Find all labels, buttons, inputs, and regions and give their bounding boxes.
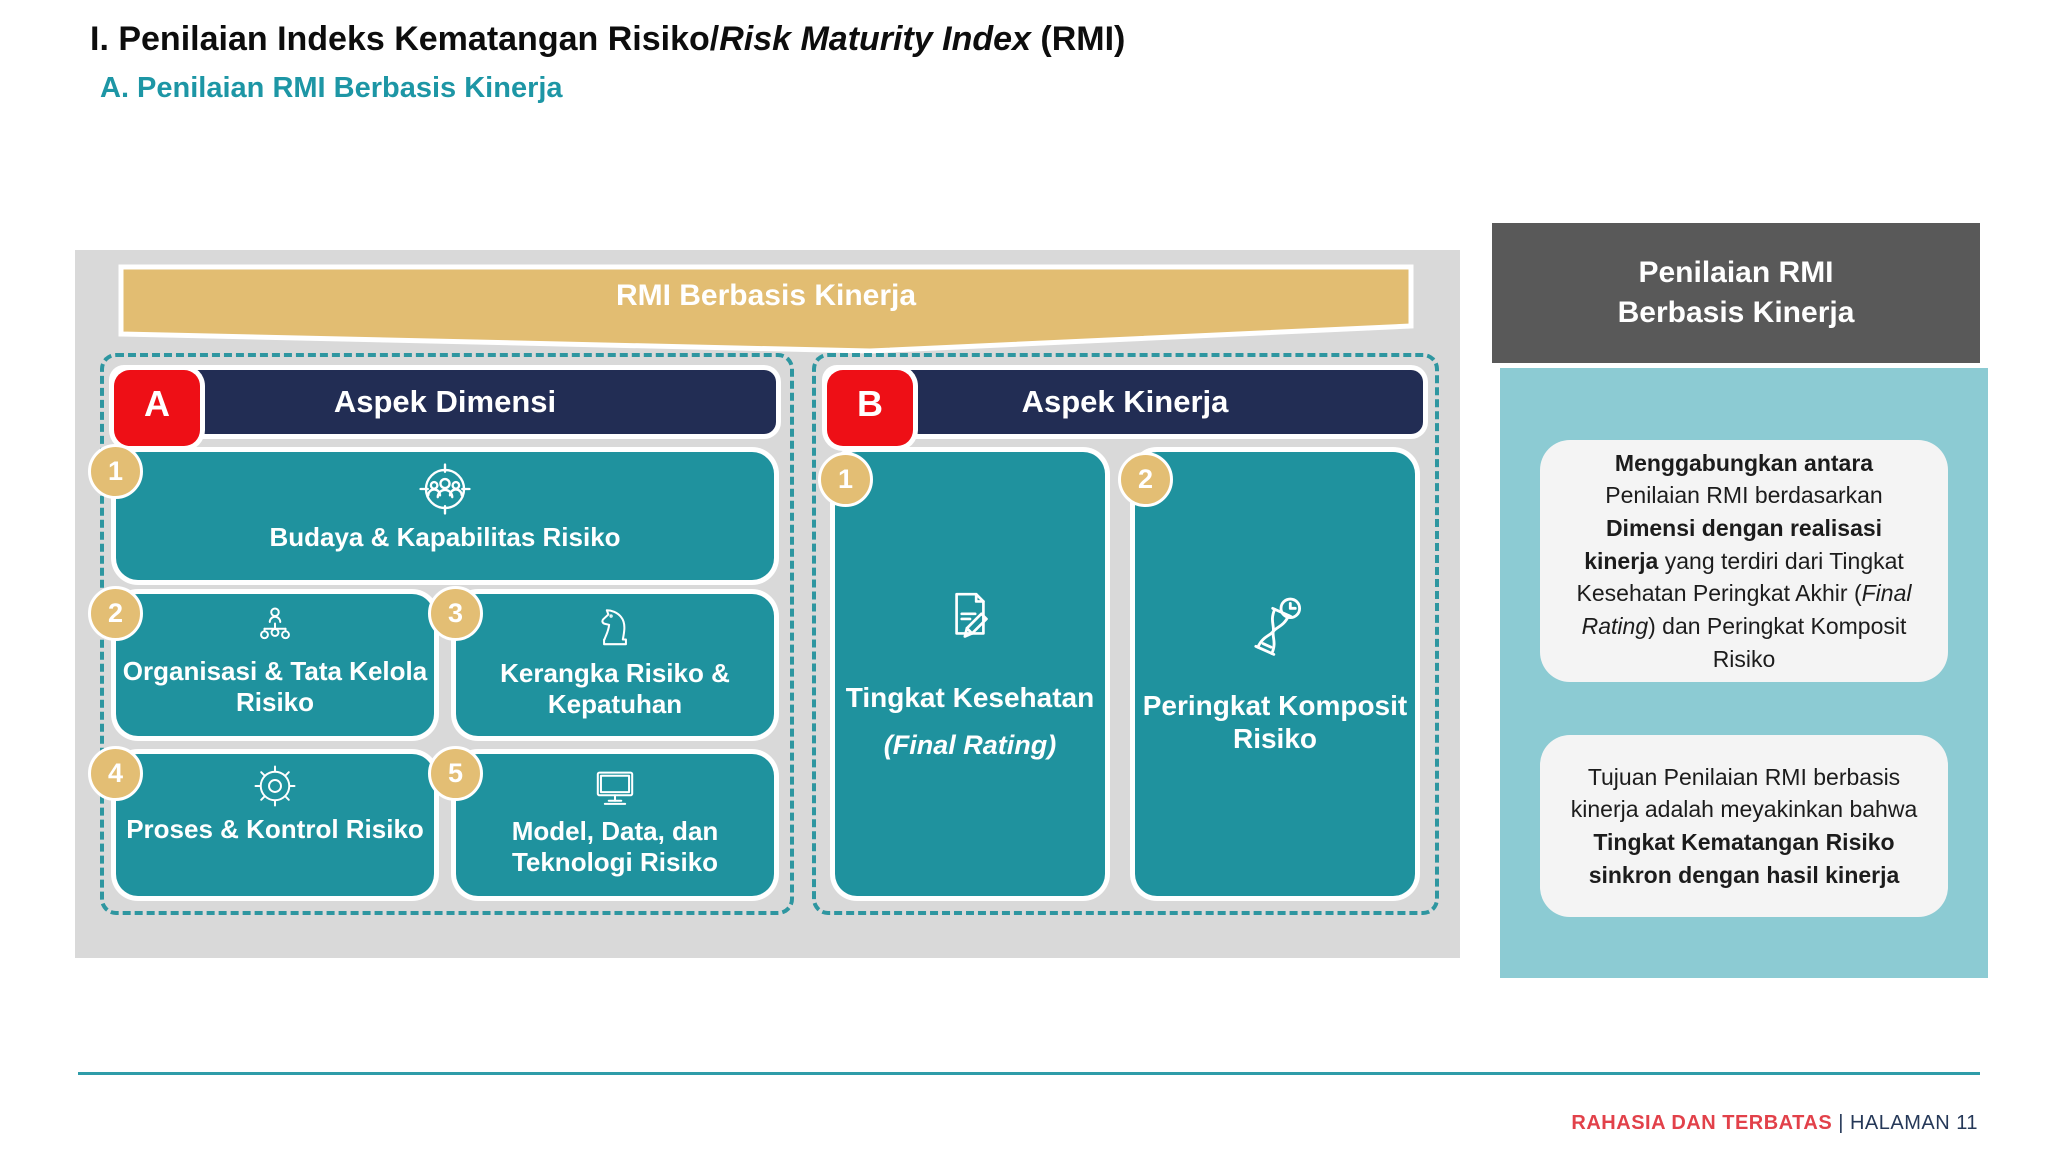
number-badge-b1: 1: [818, 452, 873, 507]
org-chart-icon: [251, 604, 299, 652]
section-header-kinerja-bar: [827, 370, 1423, 434]
section-title-dimensi: Aspek Dimensi: [333, 384, 557, 419]
page-title-part3: (RMI): [1030, 20, 1126, 58]
sidebar-header-line2: Berbasis Kinerja: [1617, 296, 1855, 329]
footer-page-number: HALAMAN 11: [1849, 1112, 1978, 1134]
note1-seg5: Final Rating: [1581, 580, 1912, 639]
kinerja-box-1: Tingkat Kesehatan (Final Rating): [835, 452, 1105, 896]
dimensi-box-1: Budaya & Kapabilitas Risiko: [116, 452, 774, 580]
number-badge-a4: 4: [88, 746, 143, 801]
banner-ribbon: RMI Berbasis Kinerja: [118, 264, 1414, 356]
footer-divider-line: [78, 1072, 1980, 1075]
kinerja-box-1-label: Tingkat Kesehatan: [845, 681, 1095, 713]
chess-knight-icon: [590, 602, 640, 652]
note2-seg2: Tingkat Kematangan Risiko sinkron dengan…: [1588, 829, 1900, 888]
page-title-part1: I. Penilaian Indeks Kematangan Risiko/: [90, 20, 720, 58]
kinerja-box-2-label: Peringkat Komposit Risiko: [1142, 689, 1408, 754]
banner-label: RMI Berbasis Kinerja: [615, 279, 917, 312]
hourglass-clock-icon: [1240, 593, 1310, 663]
dimensi-box-4-label: Proses & Kontrol Risiko: [126, 814, 424, 844]
dimensi-box-4: Proses & Kontrol Risiko: [116, 754, 434, 896]
gear-icon: [251, 762, 299, 810]
sidebar-note-2: Tujuan Penilaian RMI berbasis kinerja ad…: [1540, 735, 1948, 917]
dimensi-box-2-label: Organisasi & Tata Kelola Risiko: [122, 656, 428, 717]
people-target-icon: [416, 460, 474, 518]
document-pencil-icon: [937, 587, 1003, 653]
section-header-kinerja: B Aspek Kinerja: [827, 370, 1423, 446]
section-header-dimensi-bar: [114, 370, 776, 434]
monitor-icon: [590, 764, 640, 814]
page-title-part2: Risk Maturity Index: [719, 20, 1031, 58]
section-badge-a: A: [114, 370, 200, 446]
page-title: I. Penilaian Indeks Kematangan Risiko/Ri…: [90, 20, 1125, 59]
number-badge-a3: 3: [428, 586, 483, 641]
sidebar-header-line1: Penilaian RMI: [1638, 255, 1834, 289]
note1-seg4: yang terdiri dari Tingkat Kesehatan Peri…: [1576, 547, 1904, 607]
section-kinerja: [812, 353, 1439, 915]
number-badge-a5: 5: [428, 746, 483, 801]
kinerja-box-1-sublabel: (Final Rating): [883, 729, 1057, 760]
section-header-dimensi: A Aspek Dimensi: [114, 370, 776, 446]
note1-seg2: Penilaian RMI berdasarkan: [1605, 482, 1883, 509]
dimensi-box-3: Kerangka Risiko & Kepatuhan: [456, 594, 774, 736]
banner-ribbon-shape: [118, 264, 1414, 354]
dimensi-box-5: Model, Data, dan Teknologi Risiko: [456, 754, 774, 896]
note1-seg1: Menggabungkan antara: [1614, 449, 1874, 476]
section-badge-b: B: [827, 370, 913, 446]
number-badge-a1: 1: [88, 444, 143, 499]
footer-confidential-label: RAHASIA DAN TERBATAS: [1571, 1112, 1833, 1134]
sidebar-note-1: Menggabungkan antara Penilaian RMI berda…: [1540, 440, 1948, 682]
sidebar-panel: Menggabungkan antara Penilaian RMI berda…: [1500, 368, 1988, 978]
dimensi-box-5-label: Model, Data, dan Teknologi Risiko: [511, 816, 719, 877]
page-subtitle: A. Penilaian RMI Berbasis Kinerja: [100, 72, 563, 104]
note1-seg6: ) dan Peringkat Komposit Risiko: [1648, 612, 1907, 672]
dimensi-box-3-label: Kerangka Risiko & Kepatuhan: [500, 658, 730, 719]
kinerja-box-2: Peringkat Komposit Risiko: [1135, 452, 1415, 896]
sidebar-header: Penilaian RMI Berbasis Kinerja: [1492, 223, 1980, 363]
footer-text: RAHASIA DAN TERBATAS | HALAMAN 11: [1571, 1112, 1978, 1135]
section-title-kinerja: Aspek Kinerja: [1021, 384, 1229, 419]
dimensi-box-2: Organisasi & Tata Kelola Risiko: [116, 594, 434, 736]
number-badge-b2: 2: [1118, 452, 1173, 507]
number-badge-a2: 2: [88, 586, 143, 641]
dimensi-box-1-label: Budaya & Kapabilitas Risiko: [269, 522, 621, 552]
diagram-panel: RMI Berbasis Kinerja A Aspek Dimensi 1: [75, 250, 1460, 958]
footer-separator-bar: |: [1838, 1112, 1844, 1134]
note1-seg3: Dimensi dengan realisasi kinerja: [1584, 515, 1883, 574]
note2-seg1: Tujuan Penilaian RMI berbasis kinerja ad…: [1570, 763, 1918, 823]
